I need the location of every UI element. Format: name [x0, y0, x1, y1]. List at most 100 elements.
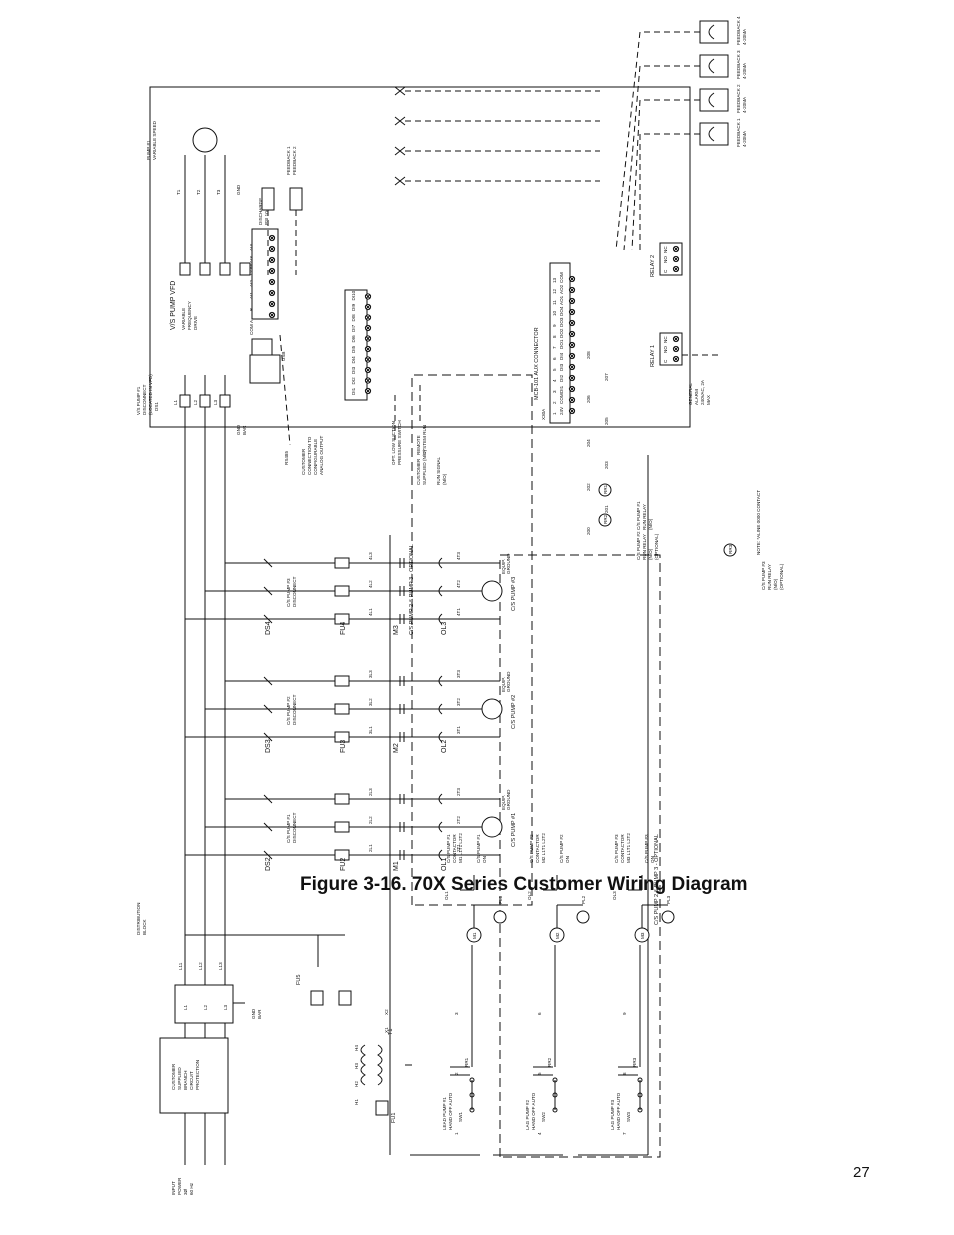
- general-alarm-label: GENERAL: [688, 383, 693, 405]
- di-terminal: [364, 303, 372, 311]
- disconnect-blade: [263, 850, 273, 860]
- disconnect-label: C/S PUMP #1: [286, 814, 291, 843]
- load-label: 3T2: [456, 698, 461, 706]
- di-pin: DI9: [351, 303, 356, 311]
- relay-terminal: [672, 265, 680, 273]
- general-alarm-label: ALARM: [694, 389, 699, 405]
- switch-label: LAG PUMP #3: [610, 1100, 615, 1130]
- aux-pin: 4: [552, 379, 557, 382]
- feedback-label: FEEDBACK 3: [736, 50, 741, 79]
- general-alarm-label: MAX: [706, 395, 711, 405]
- run-relay-tag: RR3: [728, 544, 733, 554]
- motor-name: C/S PUMP #2: [511, 695, 517, 729]
- terminal-x: [673, 266, 679, 272]
- low-suction-label: OPT. LOW SUCTION: [391, 421, 396, 465]
- vs-pump-label: PUMP #1: [146, 140, 151, 160]
- relay-term: C: [663, 359, 668, 363]
- run-relay-label: (N/O): [648, 548, 653, 560]
- feedback-label: FEEDBACK 4: [736, 16, 741, 45]
- relay-term: NC: [663, 246, 668, 253]
- coil-label: C/S PUMP #3: [614, 834, 619, 863]
- line-label: 4L1: [368, 608, 373, 616]
- fu-tag: FU3: [340, 740, 347, 753]
- sensor-arc: [708, 126, 715, 142]
- pressure-xducer: [261, 187, 275, 211]
- di-pin: DI2: [351, 377, 356, 385]
- fuse-label: FU1: [391, 1113, 397, 1123]
- light-label: C/S PUMP #2: [559, 834, 564, 863]
- wire-tag: 8: [622, 1072, 627, 1075]
- ground-label: GROUND: [506, 789, 511, 810]
- terminal-x: [569, 408, 575, 414]
- dist-phase-label: L1: [183, 1004, 188, 1010]
- coil-label: CONTACTOR: [535, 834, 540, 863]
- di-pin: DI7: [351, 324, 356, 332]
- vfd-output-terminal: [179, 262, 191, 276]
- vfd-input-terminal: [199, 394, 211, 408]
- switch-tag: SW1: [458, 1112, 463, 1122]
- di-terminal: [364, 335, 372, 342]
- run-relay-label: C/S PUMP #3: [761, 561, 766, 590]
- terminal-x: [269, 312, 275, 318]
- relay-name: RELAY 1: [650, 345, 656, 367]
- vfd-input-terminal: [179, 394, 191, 408]
- transformer-label: T1: [388, 1029, 394, 1035]
- relay-name: RELAY 2: [650, 255, 656, 277]
- di-terminal: [364, 356, 372, 363]
- protection-label: PROTECTION: [195, 1060, 200, 1090]
- transducer-label: FEEDBACK 2: [292, 146, 297, 175]
- run-relay-coil: [598, 483, 612, 497]
- input-power-label: POWER: [177, 1177, 182, 1195]
- run-relay-label: C/S PUMP #1: [636, 501, 641, 530]
- aux-signal: AO2: [559, 284, 564, 294]
- input-power-label: INPUT: [171, 1181, 176, 1195]
- feedback-wire: [615, 31, 700, 251]
- io-terminal: [268, 267, 276, 275]
- sensor-arc: [708, 58, 715, 74]
- motor-name: C/S PUMP #3: [511, 577, 517, 611]
- terminal-x: [269, 279, 275, 285]
- vfd-in-term: L2: [193, 399, 198, 405]
- ol-heater: [438, 557, 443, 569]
- aux-pin: 11: [552, 300, 557, 305]
- terminal-x: [673, 346, 679, 352]
- relay-term: NO: [663, 256, 668, 263]
- wire-number: 207: [604, 373, 609, 381]
- aux-terminal: [568, 407, 576, 415]
- di-terminal: [364, 377, 372, 384]
- relay-terminal: [672, 345, 680, 353]
- relay-terminal: [672, 355, 680, 363]
- dist-gnd-label: GND: [251, 1008, 256, 1019]
- vfd-gnd-terminal: [239, 262, 251, 276]
- tap-label: H1: [354, 1099, 359, 1105]
- aux-terminal: [568, 341, 576, 349]
- sensor-sub: 4-20MA: [742, 96, 747, 113]
- wire-tag: 9: [622, 1012, 627, 1015]
- vs-pump-label: VARIABLE SPEED: [152, 120, 157, 160]
- terminal-x: [365, 336, 371, 341]
- line-label: 4L2: [368, 580, 373, 588]
- terminal-x: [365, 325, 371, 331]
- figure-title: Figure 3-16. 70X Series Customer Wiring …: [300, 874, 748, 895]
- terminal-x: [365, 294, 371, 299]
- feedback-label: FEEDBACK 1: [736, 118, 741, 147]
- terminal-x: [365, 388, 371, 394]
- switch-tag: SW3: [626, 1112, 631, 1122]
- pilot-light: [576, 910, 590, 924]
- motor-symbol: [481, 580, 503, 602]
- aux-terminal: [568, 330, 576, 338]
- terminal-x: [269, 235, 275, 241]
- disconnect-blade: [263, 614, 273, 624]
- sensor-sub: 4-20MA: [742, 28, 747, 45]
- ol-tag: OL1: [444, 891, 449, 900]
- aux-sub: X30A: [541, 408, 546, 420]
- coil-label: M3 L1T1 L2T2: [626, 833, 631, 863]
- tap-label: H2: [354, 1081, 359, 1087]
- optional-power-frame: [411, 374, 533, 906]
- rs485-label: RS485: [284, 451, 289, 465]
- vfd-breaker-label: DISCONNECT: [142, 384, 147, 415]
- feedback-sensor: [699, 122, 729, 146]
- aux-terminal: [568, 308, 576, 316]
- vfd-out-term: T1: [176, 189, 181, 195]
